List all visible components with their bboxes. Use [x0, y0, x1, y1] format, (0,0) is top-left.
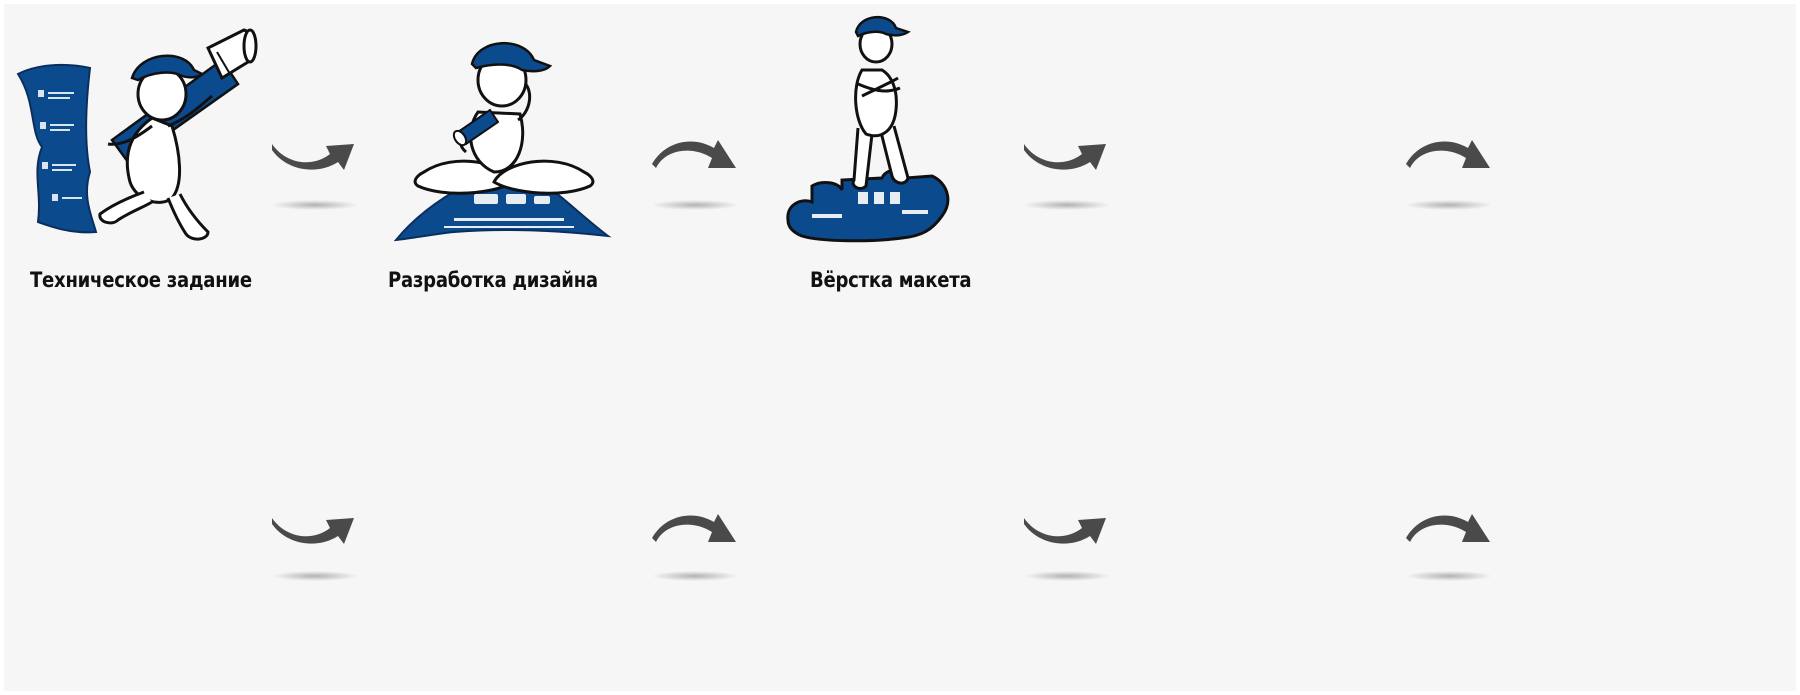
- curved-arrow-down-icon: [1020, 134, 1112, 174]
- step-label: Техническое задание: [30, 268, 252, 292]
- curved-arrow-down-icon: [268, 134, 360, 174]
- arrow-shadow: [272, 200, 358, 210]
- person-sitting-with-design-sheet-illustration: [394, 22, 614, 252]
- process-canvas: Техническое задание: [4, 4, 1796, 691]
- person-standing-on-puzzle-illustration: [782, 10, 962, 250]
- arrow-shadow: [1406, 200, 1492, 210]
- curved-arrow-down-icon: [1020, 508, 1112, 548]
- curved-arrow-up-icon: [1402, 134, 1494, 174]
- arrow-shadow: [1406, 571, 1492, 581]
- curved-arrow-down-icon: [268, 508, 360, 548]
- arrow-shadow: [272, 571, 358, 581]
- step-technical-task: Техническое задание: [12, 22, 272, 252]
- step-label: Разработка дизайна: [388, 268, 598, 292]
- arrow-shadow: [652, 571, 738, 581]
- arrow-shadow: [652, 200, 738, 210]
- curved-arrow-up-icon: [1402, 508, 1494, 548]
- step-label: Вёрстка макета: [810, 268, 971, 292]
- person-with-telescope-and-document-illustration: [12, 22, 272, 252]
- curved-arrow-up-icon: [648, 508, 740, 548]
- arrow-shadow: [1024, 571, 1110, 581]
- curved-arrow-up-icon: [648, 134, 740, 174]
- step-design-development: Разработка дизайна: [394, 22, 614, 252]
- arrow-shadow: [1024, 200, 1110, 210]
- step-layout-coding: Вёрстка макета: [782, 10, 962, 250]
